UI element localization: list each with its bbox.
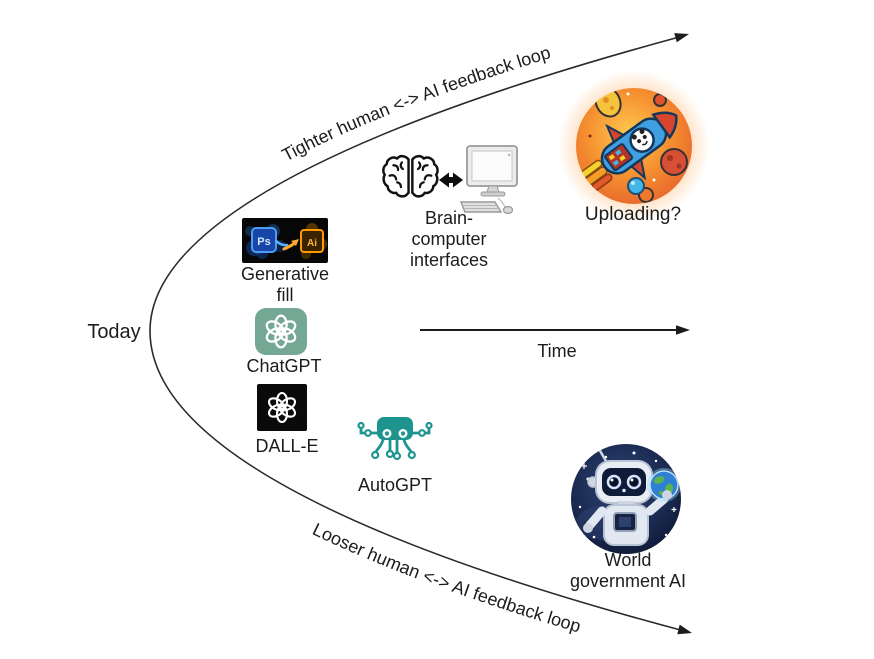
top-arrowhead-icon (674, 33, 689, 43)
dalle-label: DALL-E (255, 436, 319, 456)
time-axis-arrow (420, 325, 690, 335)
world-government-ai-label-line2: government AI (569, 571, 687, 591)
world-government-ai-label-line1: World (604, 550, 652, 570)
computer-icon (459, 145, 518, 215)
uploading-rocket-icon (558, 70, 710, 222)
bci-label-line3: interfaces (409, 250, 489, 270)
world-government-ai-icon (571, 444, 681, 554)
autogpt-label: AutoGPT (357, 475, 433, 495)
bidirectional-arrow-icon (439, 172, 463, 188)
today-label: Today (87, 321, 141, 343)
feedback-loop-curve (149, 33, 692, 635)
bci-label-line2: computer (411, 229, 487, 249)
world-government-ai-label: World government AI (543, 550, 713, 592)
bottom-arrowhead-icon (677, 624, 692, 635)
time-label: Time (537, 341, 577, 361)
ps-badge-label: Ps (257, 236, 270, 248)
bci-label-line1: Brain- (424, 208, 473, 228)
generative-fill-label-line2: fill (276, 285, 294, 305)
chatgpt-icon (255, 308, 307, 355)
ai-badge-label: Ai (307, 238, 317, 249)
generative-fill-label: Generative fill (230, 264, 340, 306)
uploading-label: Uploading? (584, 204, 682, 225)
bci-label: Brain- computer interfaces (384, 208, 514, 271)
chatgpt-label: ChatGPT (246, 356, 322, 376)
generative-fill-icon: Ps Ai (242, 218, 328, 263)
dalle-icon (257, 384, 307, 431)
autogpt-icon (357, 417, 433, 461)
generative-fill-label-line1: Generative (240, 264, 330, 284)
brain-icon (382, 154, 439, 198)
